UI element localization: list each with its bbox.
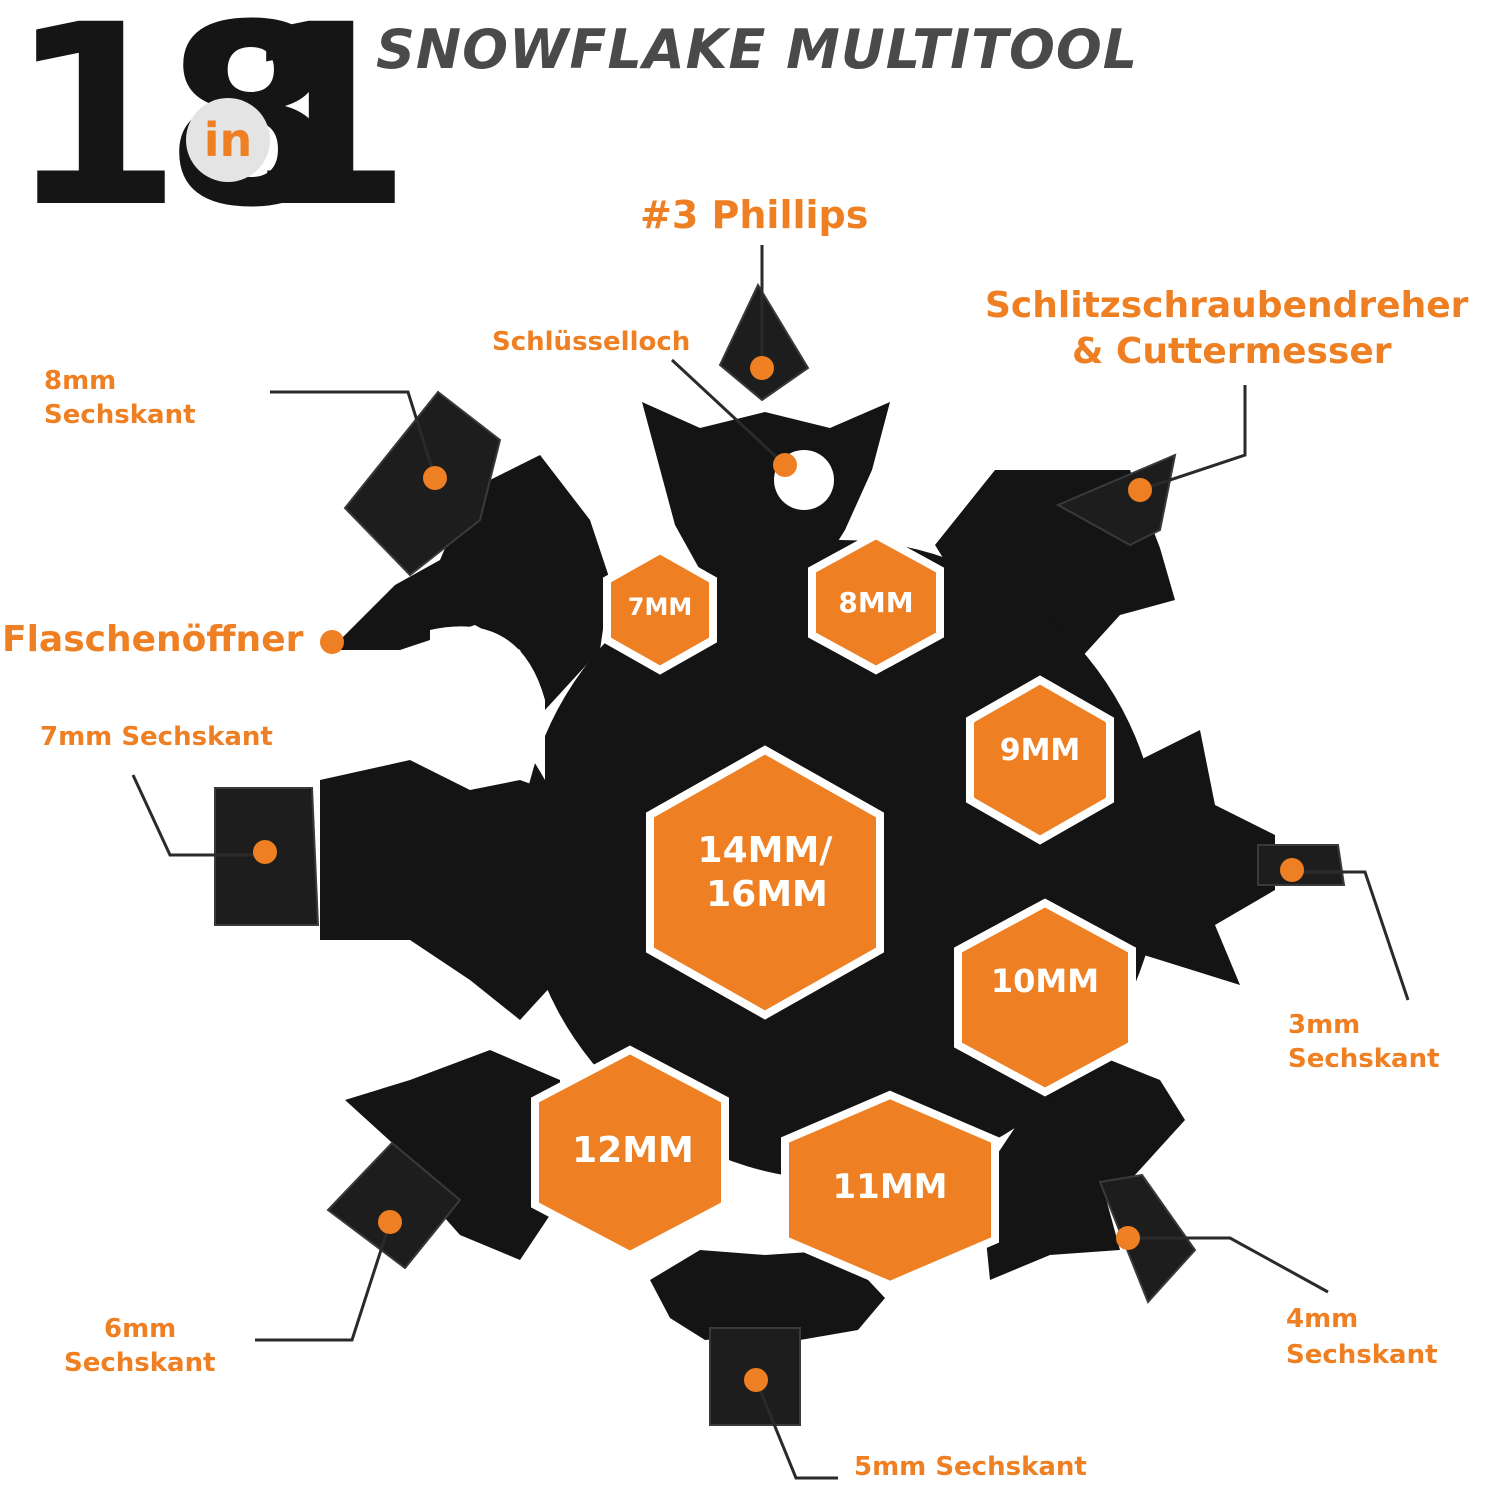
label-hex-3mm-1: 3mm (1288, 1010, 1361, 1040)
label-hex-7mm: 7mm Sechskant (40, 722, 273, 752)
label-hex-5mm: 5mm Sechskant (854, 1452, 1087, 1482)
wrench-sockets (531, 530, 1136, 1290)
product-title: SNOWFLAKE MULTITOOL (376, 18, 1139, 81)
label-phillips: #3 Phillips (640, 193, 869, 237)
count-eighteen: 18 (8, 0, 338, 262)
bottle-opener-notch (430, 626, 545, 780)
leader-lines (131, 245, 1410, 1480)
label-slot-screwdriver-1: Schlitzschraubendreher (985, 285, 1469, 326)
label-hex-3mm-2: Sechskant (1288, 1044, 1440, 1074)
label-hex-4mm-2: Sechskant (1286, 1340, 1438, 1370)
wrench-label-center-1: 14MM/ (698, 830, 834, 871)
wrench-label-8mm: 8MM (838, 586, 913, 619)
label-hex-8mm-1: 8mm (44, 366, 117, 396)
count-one: 1 (238, 0, 412, 262)
wrench-label-7mm: 7MM (628, 593, 692, 621)
callout-dots (253, 356, 1304, 1392)
wrench-label-11mm: 11MM (833, 1167, 948, 1207)
wrench-label-12mm: 12MM (572, 1130, 694, 1171)
label-hex-6mm-1: 6mm (104, 1314, 177, 1344)
in-badge: in (186, 98, 270, 182)
wrench-label-9mm: 9MM (1000, 733, 1081, 768)
label-hex-4mm-1: 4mm (1286, 1304, 1359, 1334)
wrench-label-center-2: 16MM (706, 874, 828, 915)
label-hex-6mm-2: Sechskant (64, 1348, 216, 1378)
wrench-label-10mm: 10MM (991, 962, 1099, 1000)
label-slot-screwdriver-2: & Cuttermesser (1072, 331, 1392, 372)
label-hex-8mm-2: Sechskant (44, 400, 196, 430)
label-bottle-opener: Flaschenöffner (2, 619, 304, 660)
label-keyhole: Schlüsselloch (492, 327, 691, 357)
